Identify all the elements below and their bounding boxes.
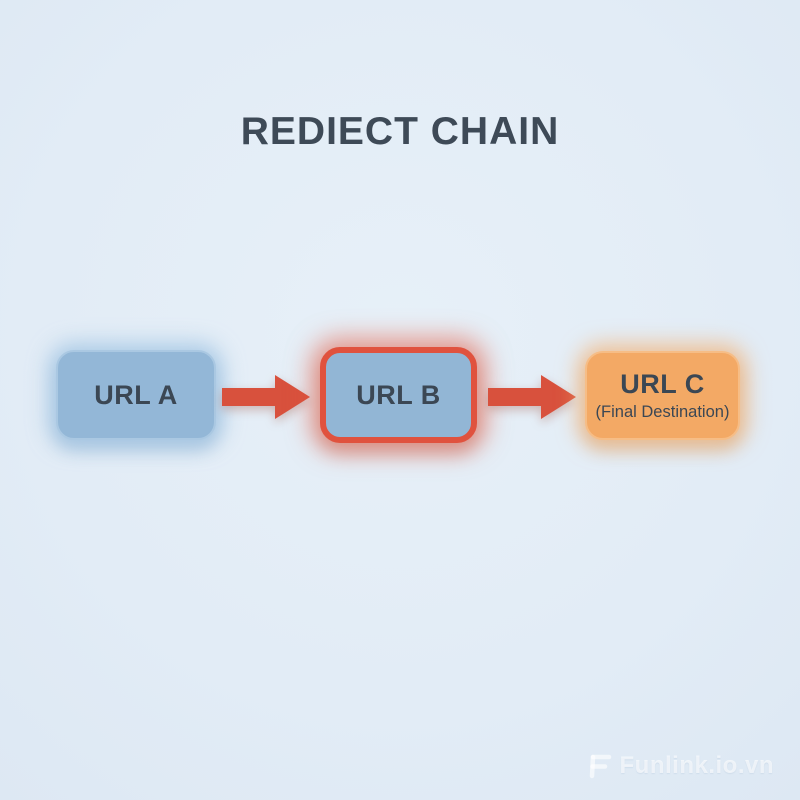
diagram-title: REDIECT CHAIN [240, 110, 560, 153]
arrow-shape [222, 375, 310, 419]
node-url-c-label: URL C [620, 369, 705, 399]
node-url-a-label: URL A [94, 379, 178, 410]
arrow-b-to-c-icon [488, 375, 576, 419]
arrow-a-to-b-icon [222, 375, 310, 419]
node-url-c: URL C (Final Destination) [585, 351, 740, 440]
node-url-c-sublabel: (Final Destination) [595, 403, 730, 421]
node-url-b-label: URL B [356, 379, 441, 410]
arrow-shape [488, 375, 576, 419]
funlink-f-icon [589, 754, 611, 778]
node-url-b: URL B [320, 347, 477, 443]
watermark: Funlink.io.vn [586, 752, 775, 780]
watermark-text: Funlink.io.vn [619, 752, 774, 779]
node-url-a: URL A [56, 350, 216, 440]
